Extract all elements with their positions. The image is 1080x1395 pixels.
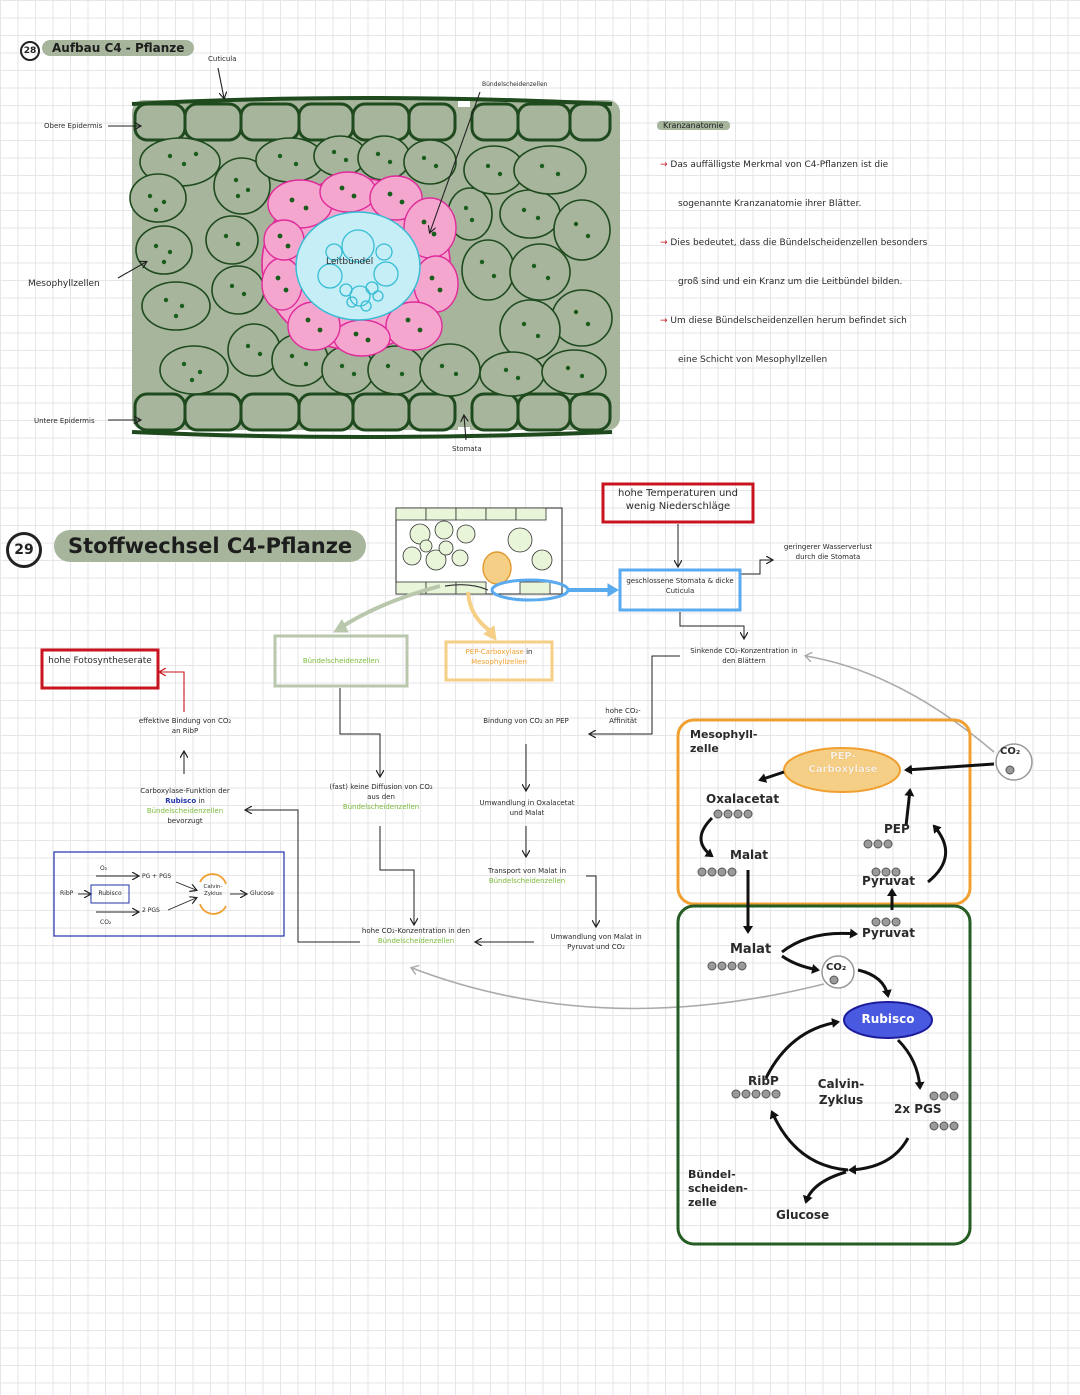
section-29-title: Stoffwechsel C4-Pflanze xyxy=(54,530,367,562)
box-hohe-temp xyxy=(601,482,755,524)
red-arrow-icon: → xyxy=(660,238,668,248)
label-oxalacetat: Oxalacetat xyxy=(706,792,780,806)
label-pep: PEP xyxy=(884,822,910,836)
box-mini-calvin xyxy=(53,851,285,937)
label-calvin-zyklus: Calvin-Zyklus xyxy=(817,1077,865,1107)
label-buendelscheidenzellen: Bündelscheidenzellen xyxy=(482,81,548,88)
mini-2pgs: 2 PGS xyxy=(142,907,160,914)
text-effektive: effektive Bindung von CO₂ an RibP xyxy=(138,717,232,735)
text-umwandlung2: Umwandlung von Malat in Pyruvat und CO₂ xyxy=(550,933,642,951)
leaf-thumbnail xyxy=(395,507,570,602)
colored-arrows xyxy=(333,583,619,641)
label-co2-mid: CO₂ xyxy=(826,962,847,973)
mini-calvin: Calvin-Zyklus xyxy=(203,884,223,897)
label-glucose: Glucose xyxy=(776,1208,830,1222)
mini-o2: O₂ xyxy=(100,865,108,872)
label-malat: Malat xyxy=(730,848,768,862)
mini-calvin-arrows xyxy=(78,876,246,912)
notes-heading: Kranzanatomie xyxy=(657,121,730,130)
text-geschlossene: geschlossene Stomata & dicke Cuticula xyxy=(626,577,734,595)
note-line-5: → Um diese Bündelscheidenzellen herum be… xyxy=(660,316,907,326)
vascular-bundle xyxy=(295,211,421,321)
label-2x-pgs: 2x PGS xyxy=(894,1102,942,1116)
label-rubisco: Rubisco xyxy=(861,1012,915,1026)
upper-epidermis xyxy=(133,102,612,432)
c4-cycle xyxy=(676,718,1033,1246)
label-cuticula: Cuticula xyxy=(208,55,237,63)
label-ribp: RibP xyxy=(748,1074,779,1088)
text-buendel-box: Bündelscheidenzellen xyxy=(302,657,380,665)
chloroplasts xyxy=(147,149,591,383)
bundle-sheath-cells xyxy=(261,171,459,357)
text-geringerer: geringerer Wasserverlust durch die Stoma… xyxy=(783,543,873,561)
mini-rubisco: Rubisco xyxy=(98,890,122,897)
label-pyruvat-2: Pyruvat xyxy=(862,926,915,940)
label-stomata: Stomata xyxy=(452,445,482,453)
label-co2-in: CO₂ xyxy=(1000,746,1021,757)
text-hohe-temp: hohe Temperaturen und wenig Niederschläg… xyxy=(617,488,738,512)
mini-co2: CO₂ xyxy=(100,919,112,926)
label-pyruvat: Pyruvat xyxy=(862,874,915,888)
text-hohe-foto: hohe Fotosyntheserate xyxy=(48,656,152,666)
leader-lines xyxy=(108,67,481,441)
mini-calvin-loop xyxy=(199,873,227,915)
box-geschlossene xyxy=(618,568,742,612)
box-buendel xyxy=(273,634,409,688)
red-arrow-icon: → xyxy=(660,160,668,170)
flow-arrows xyxy=(184,524,772,942)
mini-glucose: Glucose xyxy=(250,890,274,897)
section-28-title: Aufbau C4 - Pflanze xyxy=(42,40,195,56)
note-line-2: sogenannte Kranzanatomie ihrer Blätter. xyxy=(678,199,862,209)
section-29-number: 29 xyxy=(6,532,42,568)
section-28-number: 28 xyxy=(20,41,40,61)
mesophyll-cells xyxy=(129,135,613,397)
mini-pg-pgs: PG + PGS xyxy=(142,873,172,880)
leaf-cross-section xyxy=(129,96,620,439)
mini-rubisco-box xyxy=(90,884,130,904)
label-leitbuendel: Leitbündel xyxy=(326,257,374,267)
note-line-3: → Dies bedeutet, dass die Bündelscheiden… xyxy=(660,238,928,248)
text-hohe-affinitaet: hohe CO₂-Affinität xyxy=(605,707,641,725)
note-line-4: groß sind und ein Kranz um die Leitbünde… xyxy=(678,277,903,287)
box-pep xyxy=(444,640,554,682)
red-arrow-icon: → xyxy=(660,316,668,326)
label-obere-epidermis: Obere Epidermis xyxy=(44,122,103,130)
text-sinkende: Sinkende CO₂-Konzentration in den Blätte… xyxy=(690,647,798,665)
label-mesophyll-zelle: Mesophyll-zelle xyxy=(690,728,758,755)
note-line-6: eine Schicht von Mesophyllzellen xyxy=(678,355,828,365)
label-malat-2: Malat xyxy=(730,942,772,957)
notes-body: → Das auffälligste Merkmal von C4-Pflanz… xyxy=(660,160,1000,394)
label-pep-carboxylase: PEP-Carboxylase xyxy=(808,751,878,775)
text-umwandlung1: Umwandlung in Oxalacetat und Malat xyxy=(479,799,575,817)
text-bindung: Bindung von CO₂ an PEP xyxy=(483,717,569,725)
text-carboxylase: Carboxylase-Funktion der Rubisco in Bünd… xyxy=(140,787,230,825)
label-untere-epidermis: Untere Epidermis xyxy=(34,417,95,425)
label-buendelscheidenzelle: Bündel-scheiden-zelle xyxy=(688,1168,748,1209)
label-mesophyllzellen: Mesophyllzellen xyxy=(28,279,100,289)
text-pep-box: PEP-Carboxylase in Mesophyllzellen xyxy=(465,648,533,666)
mini-ribp: RibP xyxy=(60,890,74,897)
box-hohe-foto xyxy=(40,648,160,690)
note-line-1: → Das auffälligste Merkmal von C4-Pflanz… xyxy=(660,160,889,170)
